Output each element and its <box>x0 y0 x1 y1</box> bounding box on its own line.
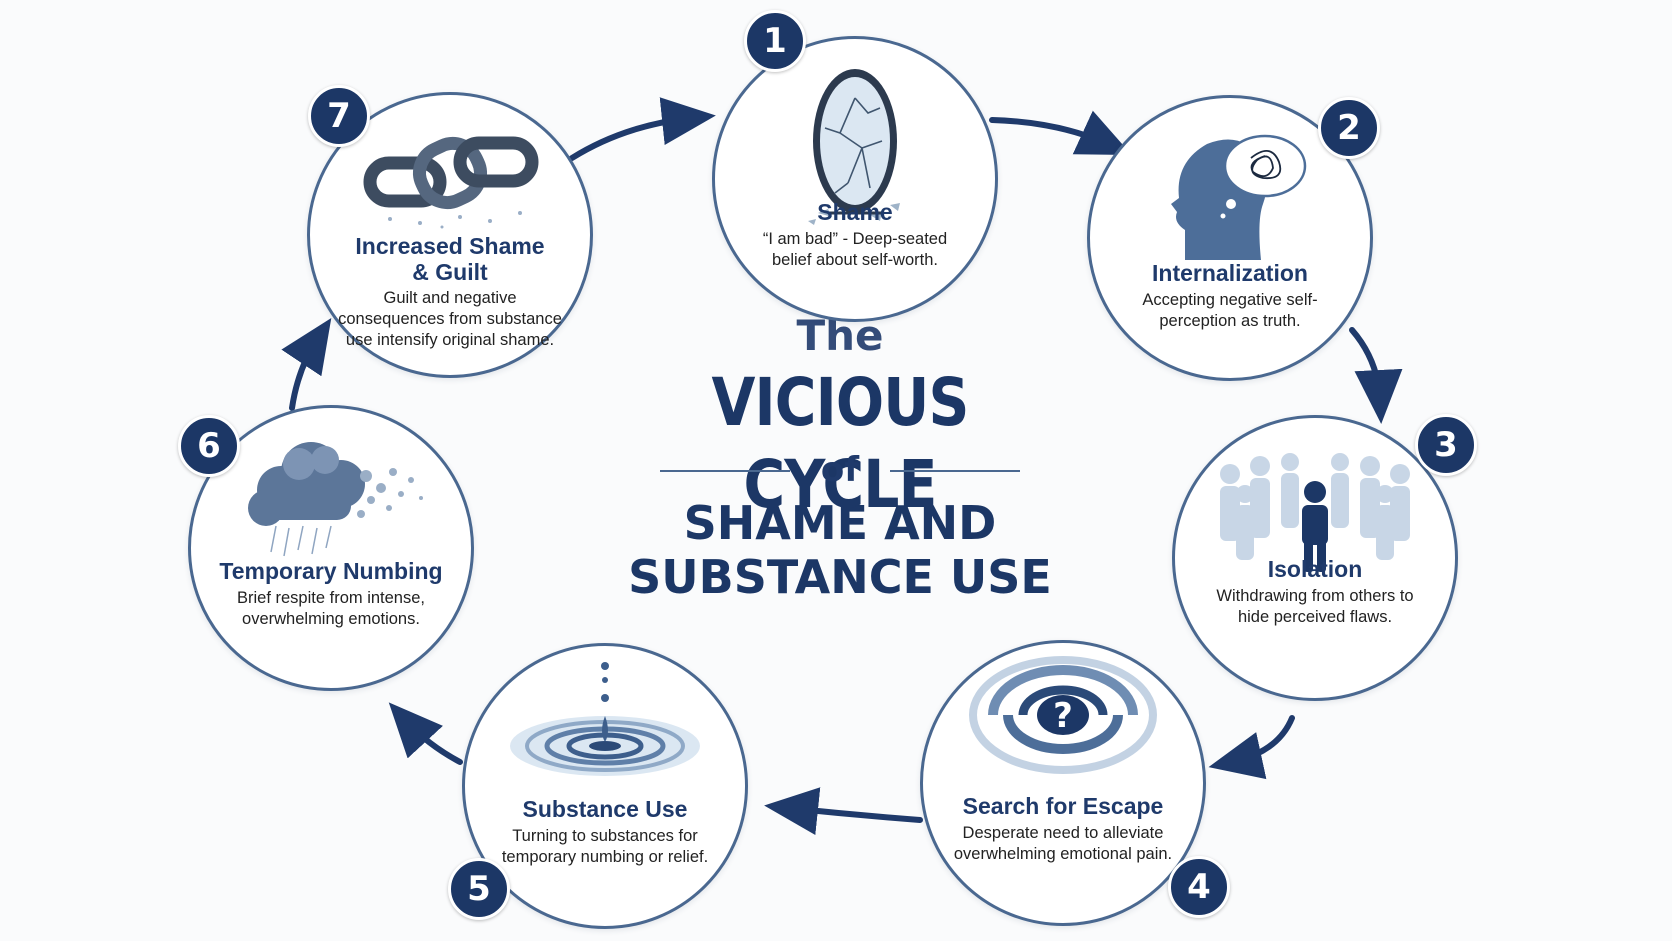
step-2-title: Internalization <box>1152 260 1308 286</box>
arrow-4-to-5 <box>764 787 923 835</box>
title-rule-right <box>890 470 1020 472</box>
step-3-description: Withdrawing from others to hide perceive… <box>1216 587 1414 626</box>
step-4-badge: 4 <box>1168 856 1230 918</box>
step-3-badge: 3 <box>1415 414 1477 476</box>
arrow-2-to-3 <box>1349 327 1403 424</box>
step-3-isolation: Isolation Withdrawing from others to hid… <box>1172 415 1458 701</box>
spiral-question-icon: ? <box>969 656 1157 774</box>
title-of-row: of <box>580 444 1100 496</box>
step-6-title: Temporary Numbing <box>219 558 443 584</box>
broken-mirror-icon <box>808 69 900 225</box>
step-7-badge: 7 <box>308 85 370 147</box>
arrow-1-to-2 <box>989 110 1132 156</box>
step-1-description: “I am bad” - Deep-seated belief about se… <box>762 230 948 269</box>
title-rule-left <box>660 470 790 472</box>
title-shame-and: SHAME AND <box>683 496 997 550</box>
arrow-5-to-6 <box>388 702 463 765</box>
title-of: of <box>820 450 860 490</box>
water-drop-icon <box>510 662 700 776</box>
step-2-description: Accepting negative self-perception as tr… <box>1142 291 1318 330</box>
step-1-shame: Shame “I am bad” - Deep-seated belief ab… <box>712 36 998 322</box>
step-5-title: Substance Use <box>522 796 688 822</box>
head-thought-icon <box>1171 134 1307 260</box>
step-3-title: Isolation <box>1267 556 1363 582</box>
step-6-description: Brief respite from intense, overwhelming… <box>237 589 425 628</box>
step-5-description: Turning to substances for temporary numb… <box>501 827 709 866</box>
step-1-badge: 1 <box>744 10 806 72</box>
title-vicious-cycle: VICIOUS CYCLE <box>711 364 969 523</box>
step-4-description: Desperate need to alleviate overwhelming… <box>953 824 1173 863</box>
step-4-search-for-escape: ? Search for Escape Desperate need to al… <box>920 640 1206 926</box>
chain-icon <box>363 136 539 229</box>
arrow-7-to-1 <box>569 97 716 161</box>
step-2-internalization: Internalization Accepting negative self-… <box>1087 95 1373 381</box>
step-5-badge: 5 <box>448 858 510 920</box>
dissolving-cloud-icon <box>248 442 423 557</box>
step-7-title: Increased Shame & Guilt <box>355 233 545 285</box>
step-5-substance-use: Substance Use Turning to substances for … <box>462 643 748 929</box>
step-6-badge: 6 <box>178 415 240 477</box>
step-6-temporary-numbing: Temporary Numbing Brief respite from int… <box>188 405 474 691</box>
arrow-6-to-7 <box>281 318 332 411</box>
step-1-title: Shame <box>817 199 893 225</box>
step-2-badge: 2 <box>1318 97 1380 159</box>
diagram-title: The VICIOUS CYCLE of SHAME AND SUBSTANCE… <box>580 310 1100 604</box>
step-7-description: Guilt and negative consequences from sub… <box>338 289 562 349</box>
arrow-3-to-4 <box>1208 715 1295 780</box>
svg-text:?: ? <box>1053 696 1073 736</box>
step-4-title: Search for Escape <box>962 793 1164 819</box>
isolated-person-icon <box>1220 453 1410 572</box>
title-substance-use: SUBSTANCE USE <box>628 550 1052 604</box>
